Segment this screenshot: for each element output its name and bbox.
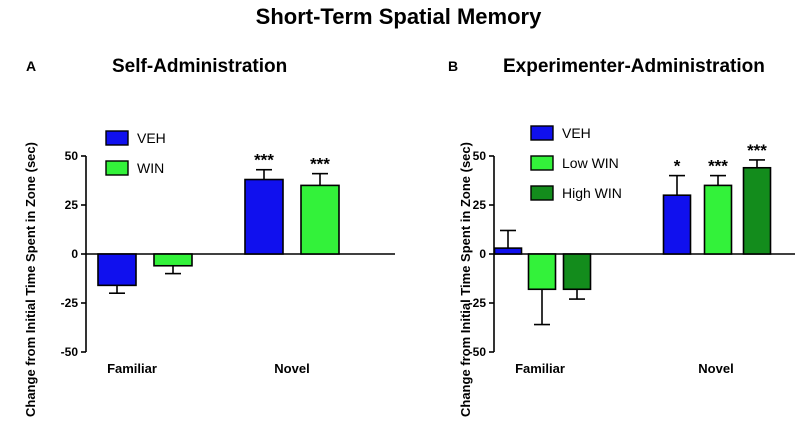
x-category-label: Familiar: [515, 361, 565, 376]
legend-label: Low WIN: [562, 155, 619, 171]
y-tick-label: 50: [473, 149, 487, 163]
legend-label: VEH: [562, 125, 591, 141]
bar-high-win: [742, 166, 772, 255]
legend-swatch: [530, 185, 554, 201]
y-tick-label: -50: [469, 345, 487, 359]
significance-label: ***: [254, 151, 274, 170]
y-tick-label: 0: [71, 247, 78, 261]
x-category-label: Novel: [274, 361, 309, 376]
significance-label: ***: [310, 155, 330, 174]
y-tick-label: 25: [473, 198, 487, 212]
panel-b-letter: B: [448, 58, 459, 74]
legend-label: High WIN: [562, 185, 622, 201]
legend-label: VEH: [137, 130, 166, 146]
significance-label: ***: [708, 157, 728, 176]
y-tick-label: 50: [65, 149, 79, 163]
significance-label: *: [674, 157, 681, 176]
legend-label: WIN: [137, 160, 164, 176]
y-tick-label: -25: [61, 296, 79, 310]
bar-veh: [244, 178, 284, 255]
bar-low-win: [527, 253, 557, 291]
panel-a-title: Self-Administration: [112, 56, 288, 77]
y-tick-label: 25: [65, 198, 79, 212]
legend-swatch: [105, 160, 129, 176]
bar-high-win: [562, 253, 592, 291]
bar-veh: [97, 253, 137, 287]
bar-veh: [493, 247, 523, 255]
bar-win: [153, 253, 193, 267]
legend-swatch: [530, 155, 554, 171]
significance-label: ***: [747, 141, 767, 160]
x-category-label: Familiar: [107, 361, 157, 376]
y-tick-label: 0: [479, 247, 486, 261]
legend-swatch: [530, 125, 554, 141]
y-tick-label: -25: [469, 296, 487, 310]
panel-a-letter: A: [26, 58, 37, 74]
y-tick-label: -50: [61, 345, 79, 359]
bar-low-win: [703, 184, 733, 255]
bar-veh: [662, 194, 692, 255]
figure-title: Short-Term Spatial Memory: [255, 4, 542, 29]
panel-b-title: Experimenter-Administration: [503, 56, 765, 77]
bar-win: [300, 184, 340, 255]
x-category-label: Novel: [698, 361, 733, 376]
legend-swatch: [105, 130, 129, 146]
